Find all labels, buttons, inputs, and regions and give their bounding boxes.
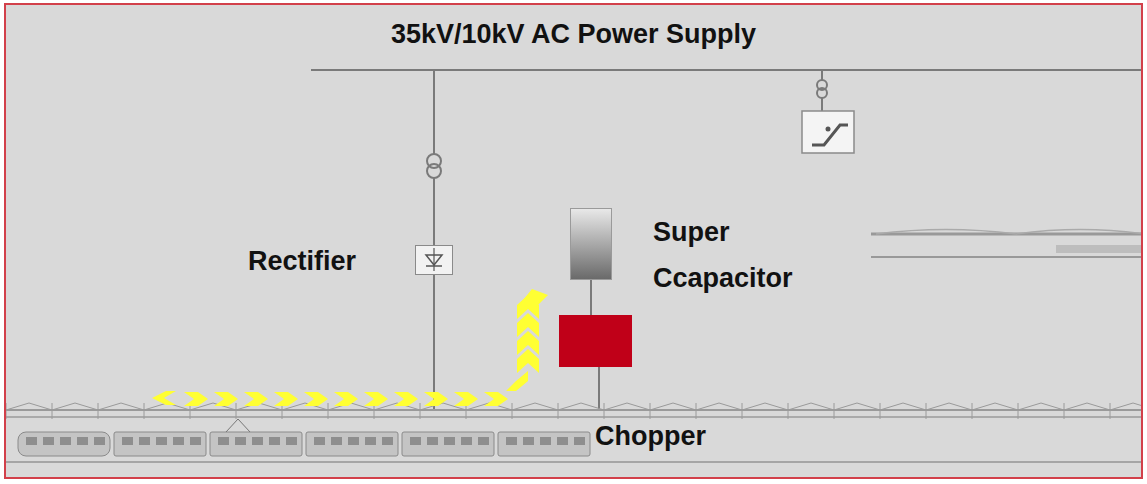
supercapacitor-block: Super Ccapacitor <box>570 208 612 280</box>
feeder-wire <box>590 280 592 315</box>
chopper-block: Chopper <box>559 315 632 367</box>
node-label: Rectifier <box>248 238 356 284</box>
diagram-title: 35kV/10kV AC Power Supply <box>6 19 1141 50</box>
node-label: Super Ccapacitor <box>653 209 843 301</box>
node-label: Chopper <box>592 421 709 451</box>
rectifier-box: Rectifier <box>415 245 453 275</box>
diagram-frame: 35kV/10kV AC Power Supply Rectifier Super… <box>4 3 1143 479</box>
diode-symbol <box>416 246 451 273</box>
